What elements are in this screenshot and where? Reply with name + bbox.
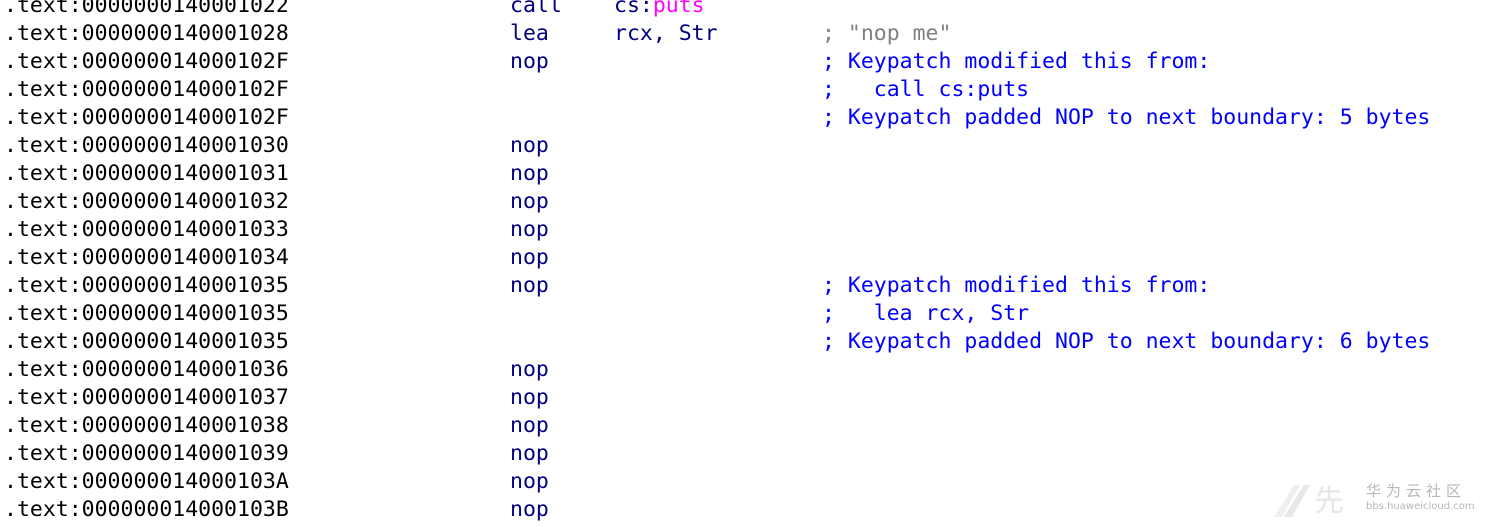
line-address[interactable]: .text:0000000140001039 [4, 441, 289, 466]
listing-line[interactable]: .text:0000000140001035 ; Keypatch padded … [0, 328, 1492, 356]
logo-glyph: 先 [1314, 484, 1344, 519]
watermark-url: bbs.huaweicloud.com [1366, 501, 1475, 512]
instruction-mnemonic[interactable]: nop [510, 161, 549, 186]
line-address[interactable]: .text:0000000140001030 [4, 133, 289, 158]
site-logo-icon: 先 [1274, 484, 1344, 519]
listing-line[interactable]: .text:0000000140001035 ; lea rcx, Str [0, 300, 1492, 328]
watermark: 先 华为云社区 bbs.huaweicloud.com [1270, 479, 1480, 519]
instruction-mnemonic[interactable]: nop [510, 357, 549, 382]
line-address[interactable]: .text:000000014000103A [4, 469, 289, 494]
instruction-mnemonic[interactable]: nop [510, 133, 549, 158]
instruction-operands[interactable]: rcx, Str [614, 20, 718, 48]
listing-line[interactable]: .text:0000000140001034 nop [0, 244, 1492, 272]
line-address[interactable]: .text:000000014000102F [4, 77, 289, 102]
listing-line[interactable]: .text:000000014000103A nop [0, 468, 1492, 496]
listing-line[interactable]: .text:000000014000103B nop [0, 496, 1492, 524]
line-address[interactable]: .text:000000014000102F [4, 105, 289, 130]
operand-symbol[interactable]: puts [652, 0, 705, 18]
line-address[interactable]: .text:0000000140001035 [4, 301, 289, 326]
instruction-operands[interactable]: cs:puts [614, 0, 705, 20]
listing-line[interactable]: .text:0000000140001031 nop [0, 160, 1492, 188]
watermark-title: 华为云社区 [1366, 482, 1467, 500]
line-comment: ; call cs:puts [822, 77, 1030, 102]
line-comment: ; Keypatch modified this from: [822, 273, 1211, 298]
line-address[interactable]: .text:000000014000102F [4, 49, 289, 74]
listing-line[interactable]: .text:000000014000102F nop ; Keypatch modi… [0, 48, 1492, 76]
instruction-mnemonic[interactable]: nop [510, 497, 549, 522]
line-comment: ; Keypatch modified this from: [822, 49, 1211, 74]
listing-line[interactable]: .text:0000000140001033 nop [0, 216, 1492, 244]
line-address[interactable]: .text:0000000140001031 [4, 161, 289, 186]
instruction-mnemonic[interactable]: nop [510, 245, 549, 270]
instruction-mnemonic[interactable]: nop [510, 49, 549, 74]
line-comment: ; lea rcx, Str [822, 301, 1030, 326]
line-address[interactable]: .text:0000000140001036 [4, 357, 289, 382]
line-comment: ; Keypatch padded NOP to next boundary: … [822, 329, 1431, 354]
line-address[interactable]: .text:0000000140001038 [4, 413, 289, 438]
operand-text[interactable]: cs: [614, 0, 653, 18]
listing-line[interactable]: .text:0000000140001022 call cs:puts [0, 0, 1492, 20]
line-address[interactable]: .text:0000000140001033 [4, 217, 289, 242]
instruction-mnemonic[interactable]: nop [510, 385, 549, 410]
instruction-mnemonic[interactable]: nop [510, 441, 549, 466]
line-address[interactable]: .text:0000000140001022 [4, 0, 289, 18]
listing-line[interactable]: .text:0000000140001028 lea rcx, Str ; "nop … [0, 20, 1492, 48]
listing-line[interactable]: .text:0000000140001038 nop [0, 412, 1492, 440]
line-address[interactable]: .text:0000000140001037 [4, 385, 289, 410]
line-address[interactable]: .text:0000000140001028 [4, 21, 289, 46]
line-address[interactable]: .text:0000000140001032 [4, 189, 289, 214]
line-address[interactable]: .text:0000000140001035 [4, 273, 289, 298]
listing-line[interactable]: .text:0000000140001032 nop [0, 188, 1492, 216]
listing-line[interactable]: .text:000000014000102F ; call cs:puts [0, 76, 1492, 104]
line-address[interactable]: .text:000000014000103B [4, 497, 289, 522]
instruction-mnemonic[interactable]: nop [510, 413, 549, 438]
line-comment: ; Keypatch padded NOP to next boundary: … [822, 105, 1431, 130]
listing-line[interactable]: .text:0000000140001036 nop [0, 356, 1492, 384]
instruction-mnemonic[interactable]: nop [510, 469, 549, 494]
instruction-mnemonic[interactable]: call [510, 0, 562, 18]
instruction-mnemonic[interactable]: nop [510, 217, 549, 242]
listing-line[interactable]: .text:0000000140001035 nop ; Keypatch modi… [0, 272, 1492, 300]
listing-line[interactable]: .text:0000000140001030 nop [0, 132, 1492, 160]
operand-text[interactable]: rcx, Str [614, 21, 718, 46]
instruction-mnemonic[interactable]: nop [510, 189, 549, 214]
line-address[interactable]: .text:0000000140001034 [4, 245, 289, 270]
instruction-mnemonic[interactable]: nop [510, 273, 549, 298]
listing-line[interactable]: .text:0000000140001039 nop [0, 440, 1492, 468]
listing-line[interactable]: .text:000000014000102F ; Keypatch padded … [0, 104, 1492, 132]
listing-line[interactable]: .text:0000000140001037 nop [0, 384, 1492, 412]
line-comment: ; "nop me" [822, 21, 952, 46]
instruction-mnemonic[interactable]: lea [510, 21, 549, 46]
line-address[interactable]: .text:0000000140001035 [4, 329, 289, 354]
